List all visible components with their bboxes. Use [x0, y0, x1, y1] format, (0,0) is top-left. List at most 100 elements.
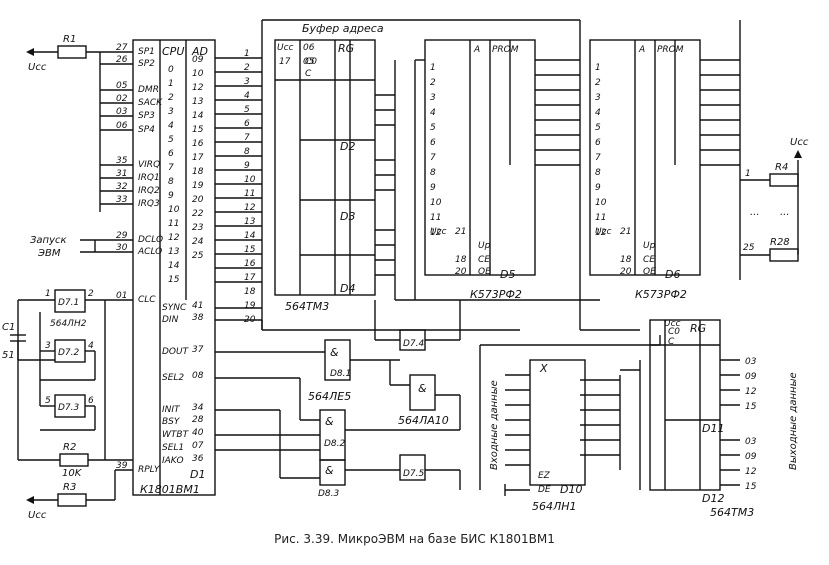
- r4-label: R4: [775, 162, 788, 173]
- r2-label: R2: [63, 442, 76, 453]
- gate-and-4: &: [418, 382, 427, 395]
- output-data-label: Выходные данные: [788, 372, 799, 470]
- cpu-part: К1801ВМ1: [140, 483, 200, 496]
- latch-d3: D3: [340, 210, 355, 223]
- cpu-pin-name: IRQ3: [138, 199, 160, 209]
- cpu-pin-name: DCLO: [138, 235, 163, 245]
- prom2-pin-20: 20: [620, 267, 632, 277]
- outlatch-pin: 09: [745, 452, 757, 462]
- prom1-row-number: 5: [430, 123, 436, 133]
- cpu-right-name: SEL1: [162, 443, 184, 453]
- cpu-pin-name: SP1: [138, 47, 155, 57]
- d72-pin-3: 3: [45, 341, 51, 351]
- c1-value: 51: [2, 350, 15, 361]
- cpu-right-name: WTBT: [162, 430, 190, 440]
- cpu-right-num: 34: [192, 403, 204, 413]
- cpu-ad-num: 18: [192, 167, 204, 177]
- d71-pin-2: 2: [88, 289, 94, 299]
- prom1-row-number: 1: [430, 63, 436, 73]
- cpu-ad-num: 10: [192, 69, 204, 79]
- cpu-ad-num: 17: [192, 153, 204, 163]
- outlatch-pin: 03: [745, 437, 757, 447]
- bus-number: 8: [244, 147, 250, 157]
- d73-pin-5: 5: [45, 396, 51, 406]
- latch-ucc-pin: 06: [303, 43, 315, 53]
- cpu-pin-name: SP3: [138, 111, 155, 121]
- bus-number: 20: [244, 315, 256, 325]
- cpu-pin-name: SP2: [138, 59, 155, 69]
- gate-d74: D7.4: [403, 339, 425, 349]
- cpu-pin-name: IRQ1: [138, 173, 160, 183]
- cpu-ad-name: 8: [168, 177, 174, 187]
- gate-and-2: &: [325, 415, 334, 428]
- prom2-ce: CE: [643, 255, 655, 265]
- cpu-pin-name: RPLY: [138, 465, 161, 475]
- cpu-pin-num: 26: [116, 55, 128, 65]
- cpu-pin-num: 29: [116, 231, 128, 241]
- d71-pin-1: 1: [45, 289, 51, 299]
- cpu-ad-num: 12: [192, 83, 204, 93]
- r1-label: R1: [63, 34, 76, 45]
- latch-part: 564ТМ3: [285, 300, 329, 313]
- input-data-label: Входные данные: [489, 380, 500, 470]
- bus-number: 10: [244, 175, 256, 185]
- latch-d4: D4: [340, 282, 355, 295]
- cpu-pin-num: 35: [116, 156, 128, 166]
- cpu-pin-num: 32: [116, 182, 128, 192]
- bus-number: 9: [244, 161, 250, 171]
- prom1-row-number: 11: [430, 213, 441, 223]
- prom2-row-number: 6: [595, 138, 601, 148]
- latch-pin-05: 05: [303, 57, 315, 67]
- prom1-row-number: 8: [430, 168, 436, 178]
- prom2-pin-21: 21: [620, 227, 631, 237]
- cpu-ad-num: 25: [192, 251, 204, 261]
- latch-pin-17: 17: [279, 57, 291, 67]
- prom2-row-number: 2: [595, 78, 601, 88]
- prom1-ce: CE: [478, 255, 490, 265]
- prom1-row-number: 10: [430, 198, 442, 208]
- cpu-pin-name: CLC: [138, 295, 156, 305]
- prom2-row-number: 9: [595, 183, 601, 193]
- bus-number: 3: [244, 77, 250, 87]
- gate-d82: D8.2: [324, 439, 346, 449]
- cpu-pin-num: 02: [116, 94, 128, 104]
- prom2-name: PROM: [657, 45, 684, 55]
- prom1-row-number: 7: [430, 153, 436, 163]
- prom2-row-number: 8: [595, 168, 601, 178]
- bus-number: 5: [244, 105, 250, 115]
- prom1-ucc: Ucc: [430, 227, 447, 237]
- prom2-row-number: 5: [595, 123, 601, 133]
- cpu-pin-num: 39: [116, 461, 128, 471]
- d73-label: D7.3: [58, 403, 80, 413]
- cpu-right-num: 07: [192, 441, 204, 451]
- bus-number: 19: [244, 301, 256, 311]
- prom1-up: Up: [478, 241, 491, 251]
- cpu-ad-name: 6: [168, 149, 174, 159]
- prom2-row-number: 4: [595, 108, 601, 118]
- prom1-row-number: 6: [430, 138, 436, 148]
- cpu-right-num: 38: [192, 313, 204, 323]
- cpu-ad-num: 24: [192, 237, 204, 247]
- outlatch-c0: C0: [668, 327, 680, 337]
- logic-d9-part: 564ЛА10: [398, 414, 449, 427]
- prom1-row-number: 12: [430, 228, 442, 238]
- prom1-row-number: 3: [430, 93, 436, 103]
- prom1-name: PROM: [492, 45, 519, 55]
- cpu-pin-num: 31: [116, 169, 127, 179]
- gate-d81: D8.1: [330, 369, 351, 379]
- cpu-right-num: 41: [192, 301, 203, 311]
- prom1-oe: OE: [478, 267, 491, 277]
- ucc-label-top: Ucc: [28, 62, 47, 73]
- d72-label: D7.2: [58, 348, 80, 358]
- bus-number: 4: [244, 91, 250, 101]
- start-label-1: Запуск: [30, 235, 67, 246]
- schematic-diagram: Ucc Ucc Ucc R1 R2 10K R3 R4 R28 C1 51 1 …: [2, 19, 809, 520]
- inbuf-de: DE: [538, 485, 551, 495]
- gate-d83: D8.3: [318, 489, 340, 499]
- latch-d2: D2: [340, 140, 355, 153]
- bus-number: 11: [244, 189, 255, 199]
